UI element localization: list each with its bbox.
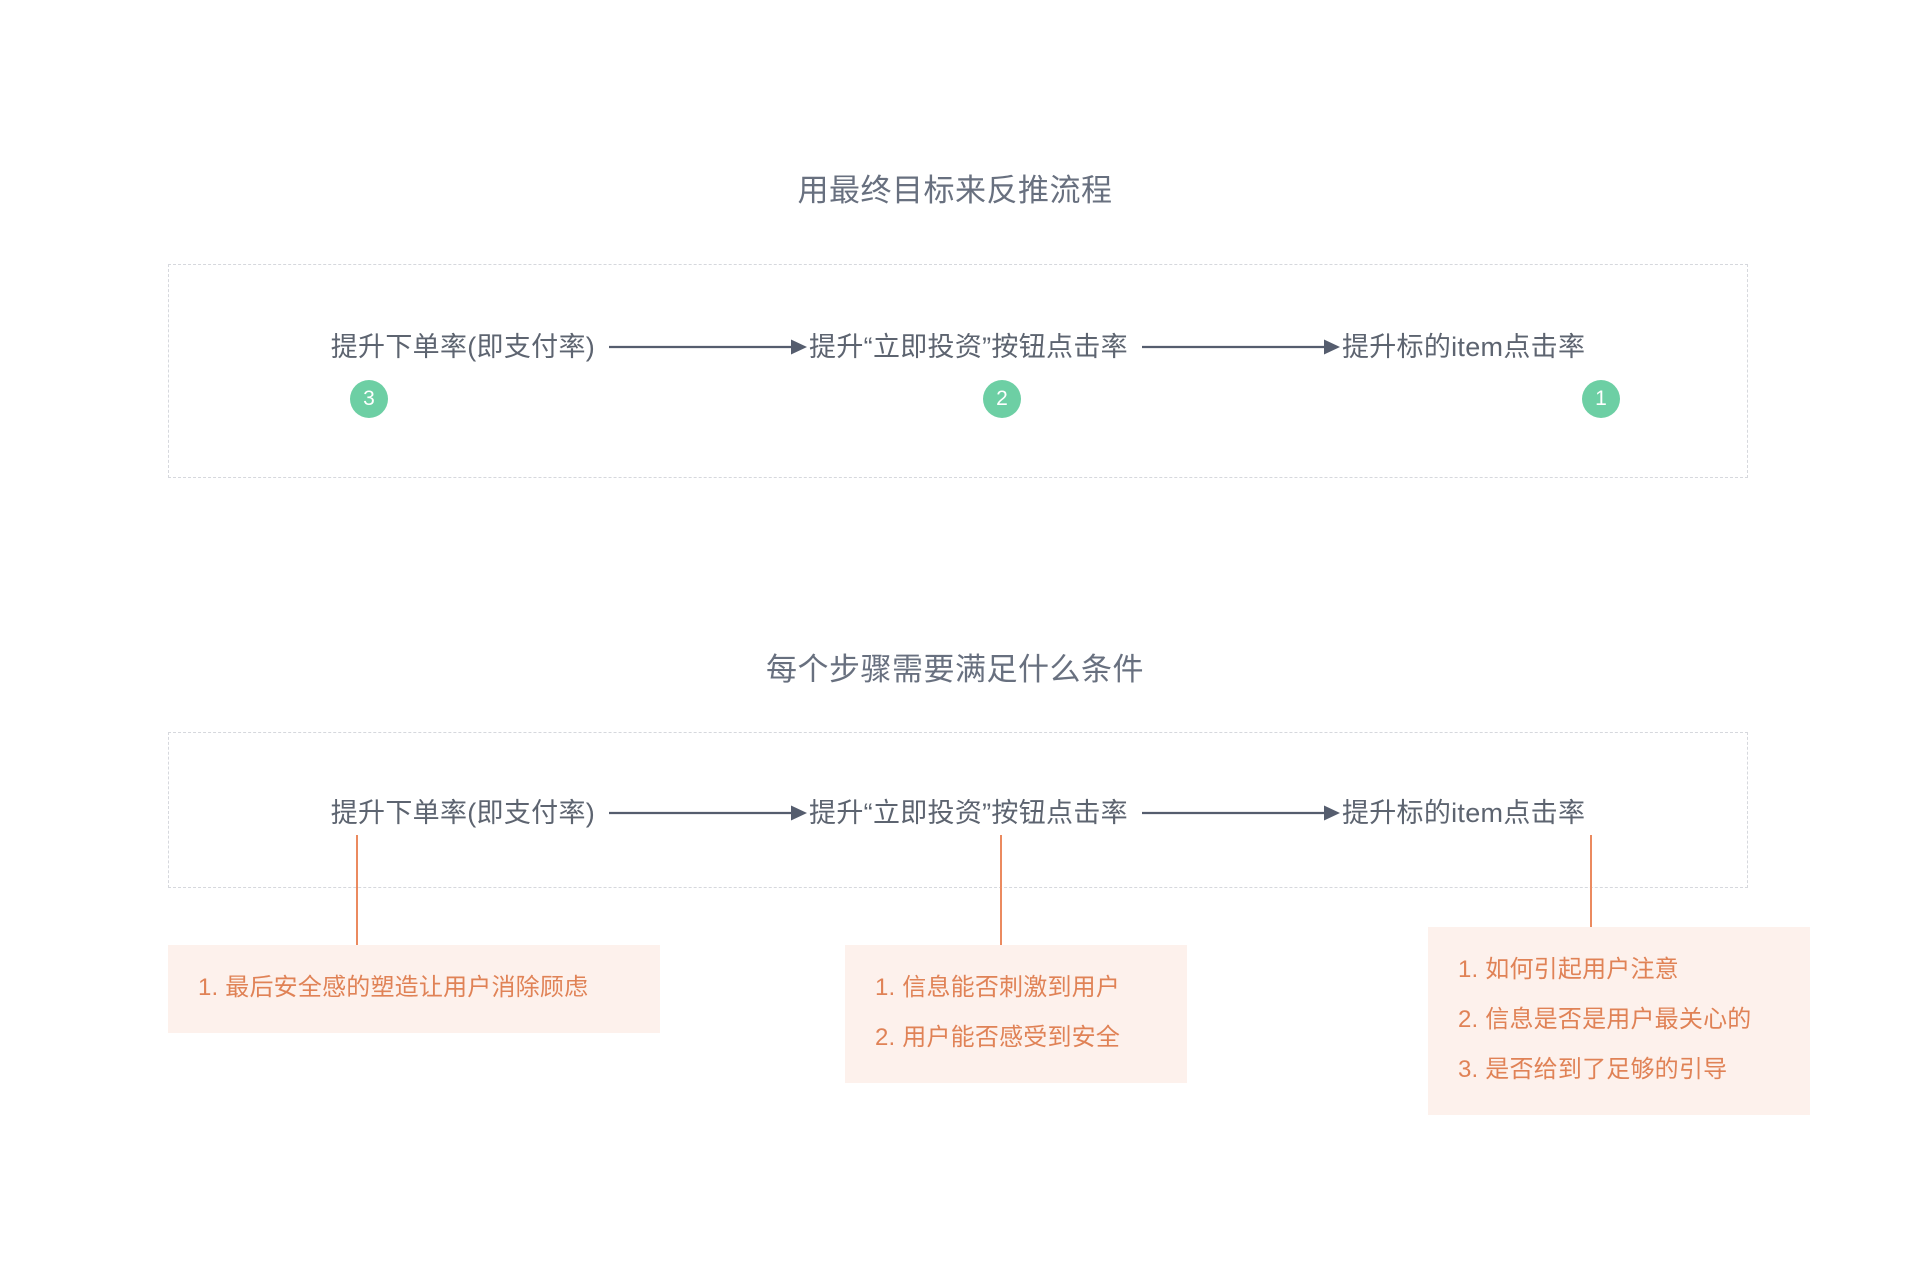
section-title-goal-backtrack: 用最终目标来反推流程 bbox=[797, 173, 1113, 208]
step-badge-1: 1 bbox=[1582, 380, 1620, 418]
step-badge-3: 3 bbox=[350, 380, 388, 418]
flow-arrow-3 bbox=[595, 790, 809, 836]
flow-node-payment-rate: 提升下单率(即支付率) bbox=[330, 332, 596, 362]
flow-node-invest-button-ctr: 提升“立即投资”按钮点击率 bbox=[809, 332, 1128, 362]
flow-node-invest-button-ctr-2: 提升“立即投资”按钮点击率 bbox=[809, 798, 1128, 828]
flow-node-item-ctr-2: 提升标的item点击率 bbox=[1341, 798, 1586, 828]
condition-card-item: 1. 如何引起用户注意 2. 信息是否是用户最关心的 3. 是否给到了足够的引导 bbox=[1428, 927, 1810, 1115]
step-badge-row: 3 2 1 bbox=[168, 374, 1748, 426]
condition-item: 1. 信息能否刺激到用户 bbox=[875, 974, 1121, 1001]
flow-row-secondary: 提升下单率(即支付率) 提升“立即投资”按钮点击率 提升标的item点击率 bbox=[168, 790, 1748, 836]
flow-container-primary bbox=[168, 264, 1748, 478]
flow-row-primary: 提升下单率(即支付率) 提升“立即投资”按钮点击率 提升标的item点击率 bbox=[168, 324, 1748, 370]
flow-arrow-2 bbox=[1128, 324, 1342, 370]
condition-item: 1. 如何引起用户注意 bbox=[1458, 956, 1679, 983]
flow-container-secondary bbox=[168, 732, 1748, 888]
condition-item: 2. 信息是否是用户最关心的 bbox=[1458, 1006, 1752, 1033]
connector-line-3 bbox=[1590, 835, 1592, 927]
connector-line-2 bbox=[1000, 835, 1002, 945]
flow-node-item-ctr: 提升标的item点击率 bbox=[1341, 332, 1586, 362]
flow-arrow-4 bbox=[1128, 790, 1342, 836]
condition-card-payment: 1. 最后安全感的塑造让用户消除顾虑 bbox=[168, 945, 660, 1033]
condition-item: 3. 是否给到了足够的引导 bbox=[1458, 1056, 1728, 1083]
condition-card-invest-button: 1. 信息能否刺激到用户 2. 用户能否感受到安全 bbox=[845, 945, 1187, 1083]
condition-item: 1. 最后安全感的塑造让用户消除顾虑 bbox=[198, 974, 589, 1001]
condition-item: 2. 用户能否感受到安全 bbox=[875, 1024, 1121, 1051]
step-badge-2: 2 bbox=[983, 380, 1021, 418]
section-title-step-conditions: 每个步骤需要满足什么条件 bbox=[766, 652, 1144, 687]
connector-line-1 bbox=[356, 835, 358, 945]
flow-node-payment-rate-2: 提升下单率(即支付率) bbox=[330, 798, 596, 828]
flow-arrow-1 bbox=[595, 324, 809, 370]
